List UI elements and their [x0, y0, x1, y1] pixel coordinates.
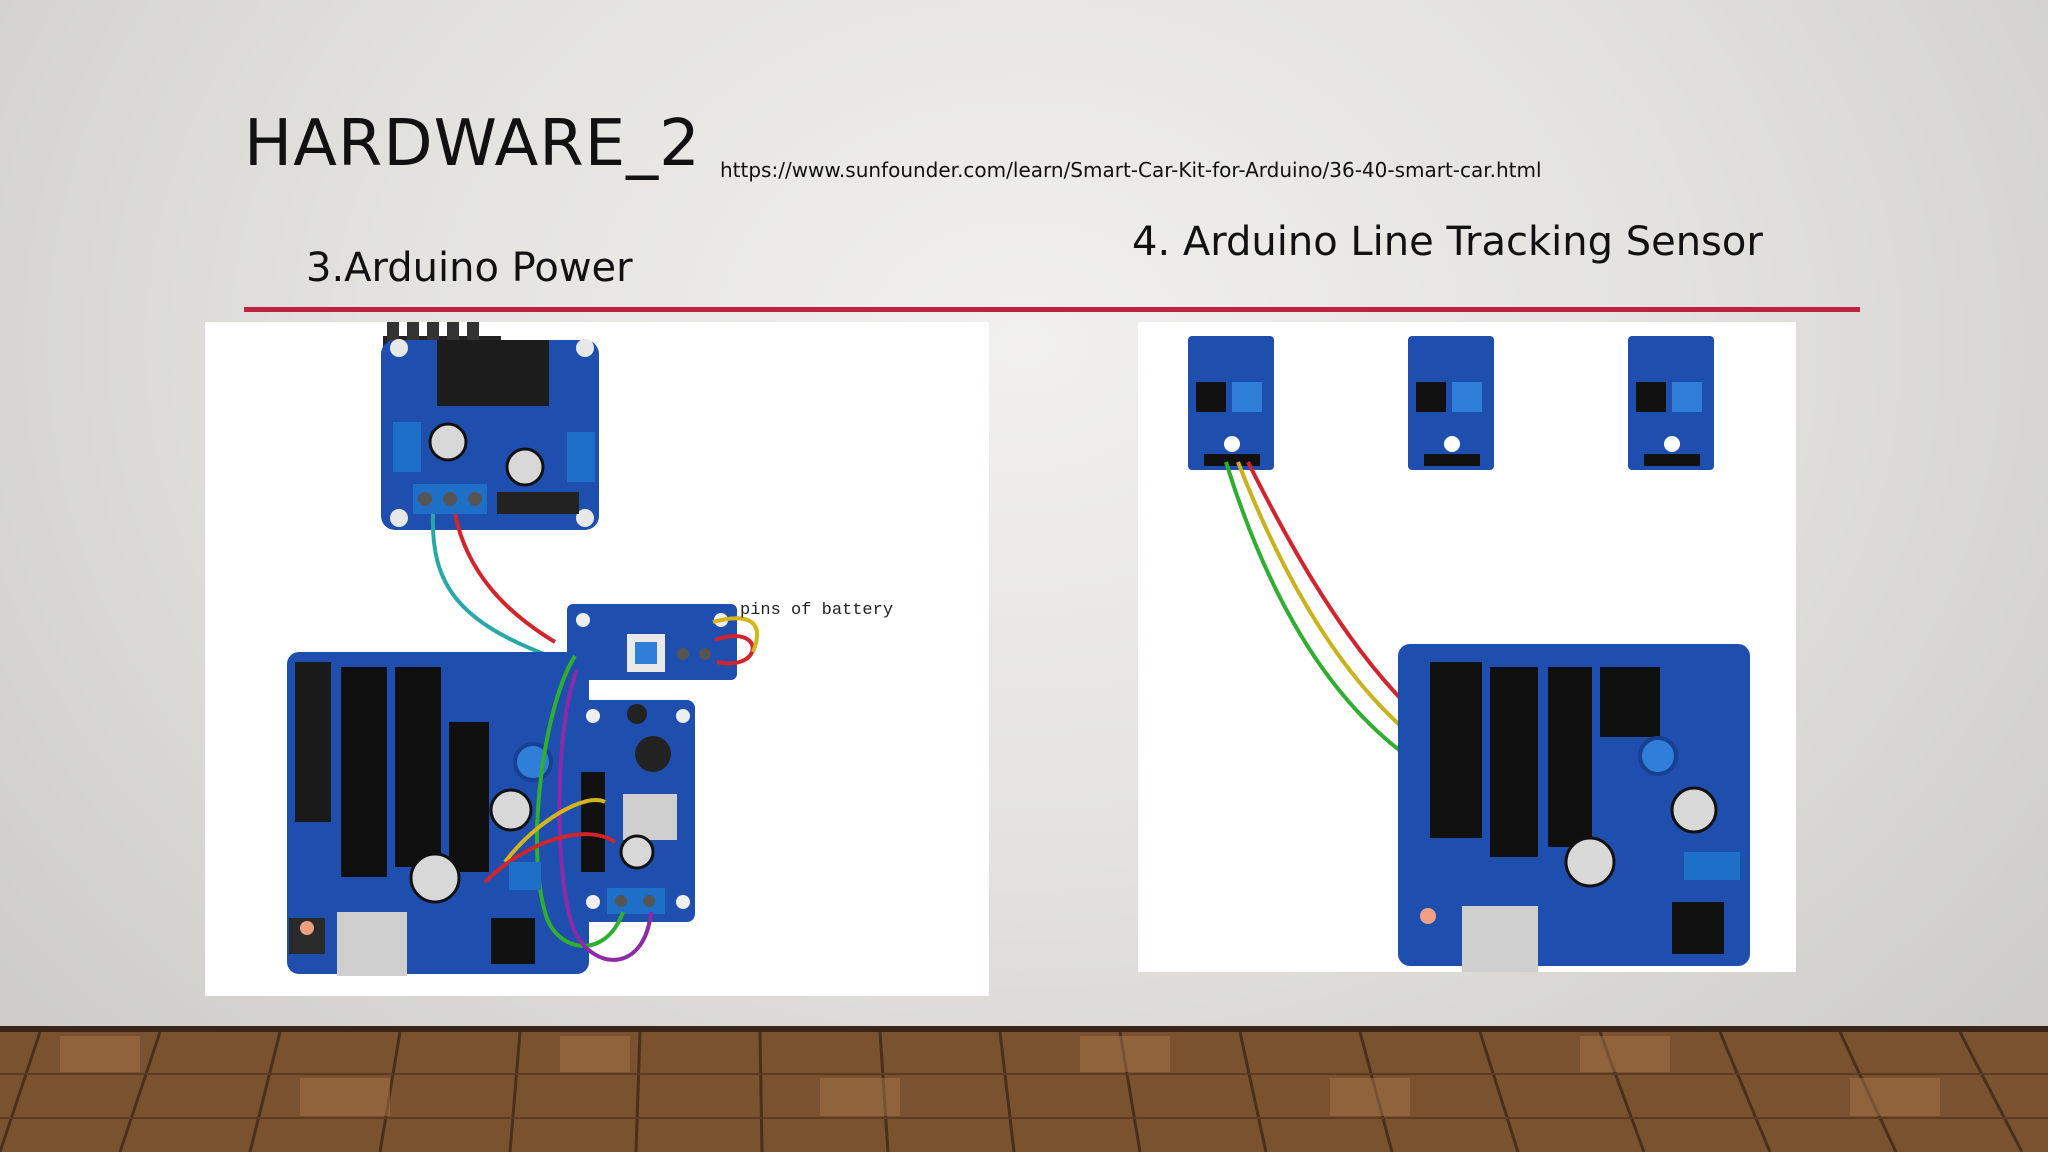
left-heading: 3.Arduino Power — [306, 245, 633, 291]
tracking-sensor-2 — [1408, 336, 1494, 470]
right-heading: 4. Arduino Line Tracking Sensor — [1132, 219, 1763, 265]
slide-title: HARDWARE_2 — [244, 107, 701, 181]
source-url[interactable]: https://www.sunfounder.com/learn/Smart-C… — [720, 158, 1542, 182]
tracking-sensor-3 — [1628, 336, 1714, 470]
title-divider — [244, 307, 1860, 312]
line-tracking-sensor-image — [1138, 322, 1796, 972]
arduino-sensor-shield-right — [1398, 644, 1750, 972]
buck-converter-module — [575, 700, 695, 922]
tracking-sensor-1 — [1188, 336, 1274, 470]
arduino-sensor-shield — [287, 652, 589, 976]
power-switch-module — [567, 604, 737, 680]
motor-driver-board — [381, 322, 599, 530]
arduino-power-image: pins of battery — [205, 322, 989, 996]
wood-floor — [0, 1026, 2048, 1152]
battery-label: pins of battery — [740, 601, 893, 620]
